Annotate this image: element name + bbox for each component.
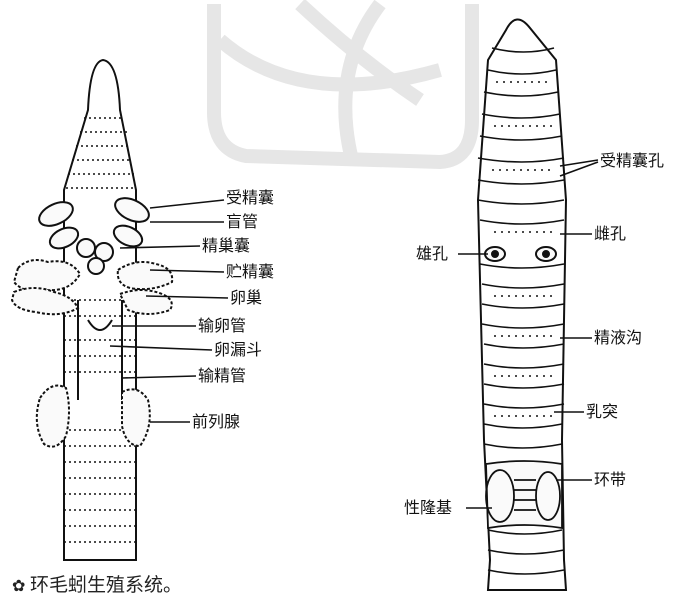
label-male-pore: 雄孔 (416, 245, 448, 263)
label-seminal-vesicle: 贮精囊 (226, 263, 274, 281)
label-vas-deferens: 输精管 (198, 367, 246, 385)
clitellum (486, 461, 562, 528)
testis-sacs (77, 239, 113, 274)
label-genital-tumescence: 性隆基 (404, 499, 452, 517)
male-pores (485, 247, 556, 261)
label-female-pore: 雌孔 (594, 225, 626, 243)
label-caecum: 盲管 (226, 213, 258, 231)
label-seminal-groove: 精液沟 (594, 329, 642, 347)
prostate-glands (37, 386, 150, 447)
label-ovary: 卵巢 (230, 289, 262, 307)
label-prostate: 前列腺 (192, 413, 240, 431)
caption-text: 环毛蚓生殖系统。 (30, 574, 182, 596)
label-oviduct: 输卵管 (198, 317, 246, 335)
bullet-icon: ✿ (12, 575, 30, 597)
label-papilla: 乳突 (586, 403, 618, 421)
right-worm-exterior (478, 19, 566, 590)
figure-caption: ✿环毛蚓生殖系统。 (12, 574, 182, 597)
left-worm-dissection (12, 60, 172, 560)
label-ovarian-funnel: 卵漏斗 (214, 341, 262, 359)
label-clitellum: 环带 (594, 471, 626, 489)
label-seminal-funnel-sac: 精巢囊 (202, 237, 250, 255)
label-spermatheca: 受精囊 (226, 189, 274, 207)
left-worm-body-outline (64, 60, 136, 560)
label-spermathecal-pores: 受精囊孔 (600, 152, 664, 170)
watermark-logo (214, 4, 472, 162)
vas-deferens-tubes (78, 300, 122, 400)
